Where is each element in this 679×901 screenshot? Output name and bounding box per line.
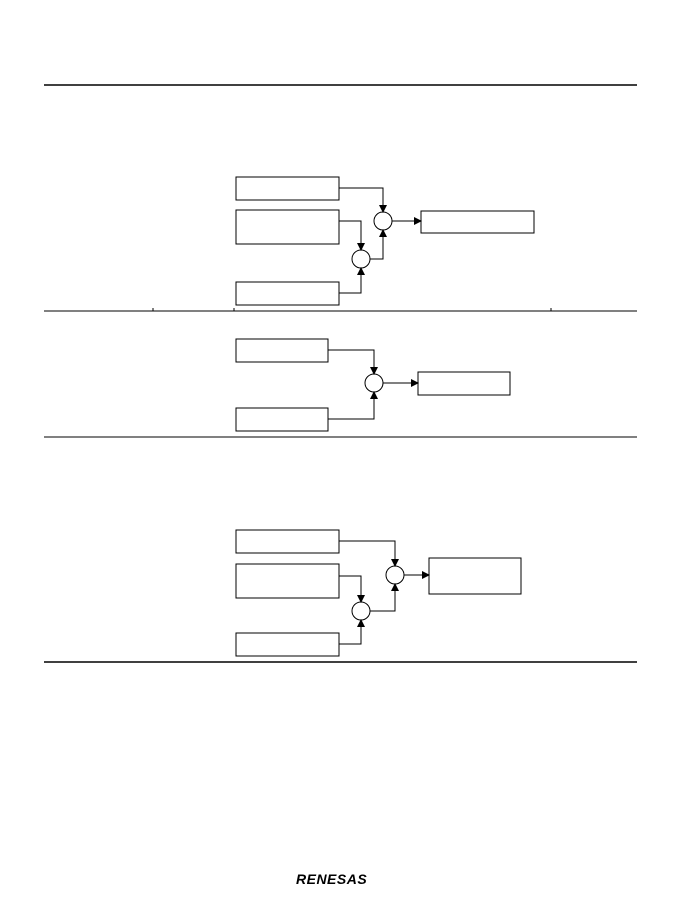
diagram3-arrow-c [339,619,365,645]
diagram1-adder-bottom [351,249,371,269]
diagram2-box-a [235,338,329,363]
address-calc-diagram-2 [235,338,511,432]
diagram1-arrow-sum [370,229,387,260]
diagram1-arrow-a [339,187,387,213]
diagram2-adder [364,373,384,393]
diagram1-arrow-b [339,220,365,251]
diagram3-arrow-a [339,540,399,567]
diagram2-box-b [235,407,329,432]
diagram1-adder-top [373,211,393,231]
diagram3-box-c [235,632,340,657]
diagram3-adder-top [385,565,405,585]
diagram3-arrow-b [339,575,365,603]
logo-text: RENESAS [296,871,368,887]
diagram3-box-a [235,529,340,554]
diagram3-box-b [235,563,340,599]
diagram3-arrow-sum [370,583,399,612]
diagram3-adder-bottom [351,601,371,621]
diagram1-arrow-c [339,267,365,294]
renesas-logo: RENESAS [296,870,390,888]
diagram2-result-box [417,371,511,396]
diagram3-result-box [428,557,522,595]
diagram1-result-box [420,210,535,234]
diagram1-box-a [235,176,340,201]
address-calc-diagram-1 [235,176,535,306]
diagram2-arrow-b [328,391,378,420]
diagram1-box-c [235,281,340,306]
diagram2-arrow-a [328,349,378,375]
address-calc-diagram-3 [235,529,522,657]
diagram1-box-b [235,209,340,245]
